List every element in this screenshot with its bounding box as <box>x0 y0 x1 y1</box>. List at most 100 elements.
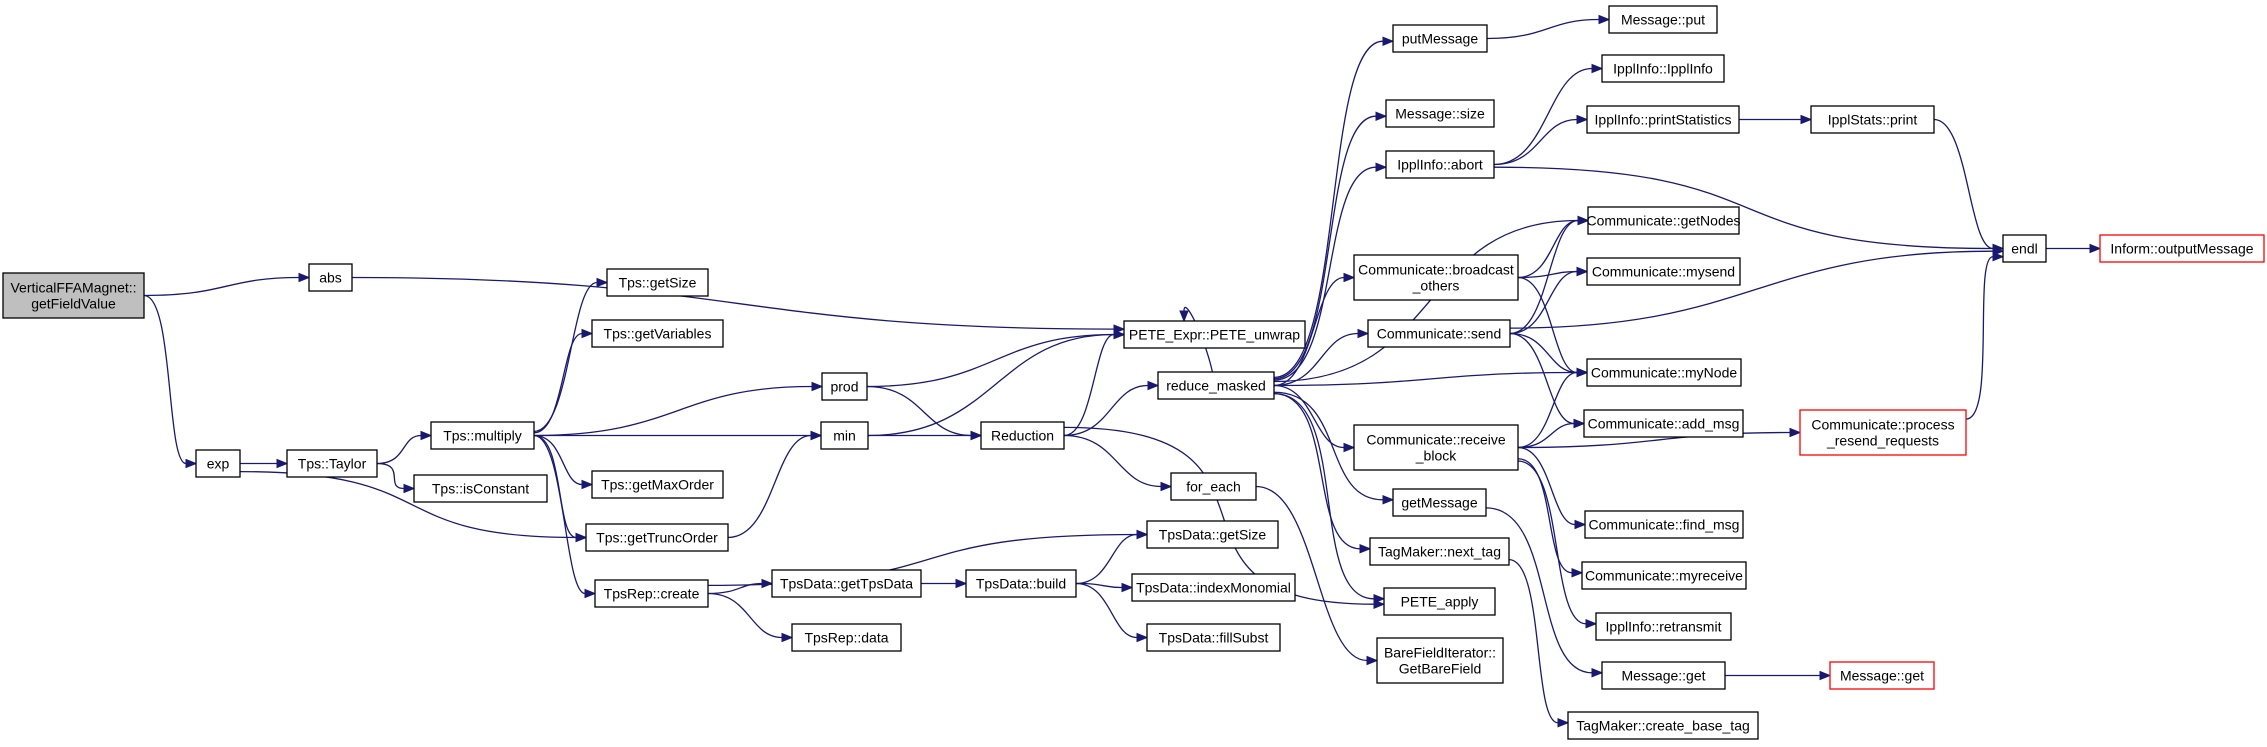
edge-reduceMasked-to-nextTag <box>1273 392 1372 554</box>
node-isConstant[interactable]: Tps::isConstant <box>413 474 548 503</box>
arrowhead-icon <box>1576 266 1589 277</box>
node-box <box>2 272 145 319</box>
edge-line <box>1273 276 1345 387</box>
edge-line <box>1273 166 1377 381</box>
node-msgPut[interactable]: Message::put <box>1608 5 1718 34</box>
arrowhead-icon <box>1576 367 1589 378</box>
edge-line <box>1273 40 1384 379</box>
node-ipplInfo[interactable]: IpplInfo::IpplInfo <box>1601 54 1725 83</box>
node-unwrap[interactable]: PETE_Expr::PETE_unwrap <box>1123 320 1306 349</box>
node-getTruncOrder[interactable]: Tps::getTruncOrder <box>585 523 729 552</box>
node-msgGet2[interactable]: Message::get <box>1829 661 1935 690</box>
node-bcast[interactable]: Communicate::broadcast_others <box>1353 254 1519 301</box>
node-bareField[interactable]: BareFieldIterator::GetBareField <box>1376 637 1504 684</box>
edge-recvBlock-to-myNode <box>1517 367 1589 449</box>
node-box <box>286 449 378 478</box>
node-msgSize[interactable]: Message::size <box>1385 99 1495 128</box>
node-getMessage[interactable]: getMessage <box>1392 488 1487 517</box>
node-statsPrint[interactable]: IpplStats::print <box>1810 105 1935 134</box>
edge-line <box>866 333 1115 388</box>
node-box <box>430 421 535 450</box>
node-reduction[interactable]: Reduction <box>980 421 1065 450</box>
arrowhead-icon <box>1357 328 1370 339</box>
node-box <box>1829 661 1935 690</box>
edge-line <box>1509 250 1994 329</box>
node-myreceive[interactable]: Communicate::myreceive <box>1581 561 1747 590</box>
node-exp[interactable]: exp <box>195 449 241 478</box>
node-reduceMasked[interactable]: reduce_masked <box>1157 371 1275 400</box>
node-indexMonomial[interactable]: TpsData::indexMonomial <box>1131 573 1296 602</box>
node-findMsg[interactable]: Communicate::find_msg <box>1584 510 1744 539</box>
node-multiply[interactable]: Tps::multiply <box>430 421 535 450</box>
node-getSize[interactable]: Tps::getSize <box>606 268 709 297</box>
edge-line <box>1509 332 1578 374</box>
arrowhead-icon <box>575 532 588 543</box>
edge-line <box>1063 434 1162 488</box>
node-endl[interactable]: endl <box>2002 234 2047 263</box>
arrowhead-icon <box>1819 670 1832 681</box>
edge-line <box>1517 458 1573 574</box>
node-box <box>965 569 1077 598</box>
edge-printStats-to-statsPrint <box>1739 114 1813 125</box>
edge-line <box>1485 507 1593 674</box>
node-nextTag[interactable]: TagMaker::next_tag <box>1369 537 1510 566</box>
node-putMessage[interactable]: putMessage <box>1392 24 1488 53</box>
node-min[interactable]: min <box>820 421 869 450</box>
node-getNodes[interactable]: Communicate::getNodes <box>1586 206 1741 235</box>
node-getMaxOrder[interactable]: Tps::getMaxOrder <box>591 470 724 499</box>
node-box <box>1392 24 1488 53</box>
node-createBaseTag[interactable]: TagMaker::create_base_tag <box>1567 711 1759 740</box>
edge-line <box>1063 333 1115 437</box>
arrowhead-icon <box>1113 329 1126 340</box>
node-taylor[interactable]: Tps::Taylor <box>286 449 378 478</box>
node-repData[interactable]: TpsRep::data <box>791 623 902 652</box>
arrowhead-icon <box>581 479 594 490</box>
node-dataGetSize[interactable]: TpsData::getSize <box>1146 520 1279 549</box>
node-label: PETE_Expr::PETE_unwrap <box>1129 327 1300 343</box>
node-box <box>1131 573 1296 602</box>
arrowhead-icon <box>810 430 823 441</box>
node-label: exp <box>207 456 230 472</box>
node-forEach[interactable]: for_each <box>1170 472 1257 501</box>
arrowhead-icon <box>420 430 433 441</box>
node-repCreate[interactable]: TpsRep::create <box>594 579 709 608</box>
node-recvBlock[interactable]: Communicate::receive_block <box>1353 424 1519 471</box>
node-box <box>1587 206 1740 235</box>
node-send[interactable]: Communicate::send <box>1367 319 1511 348</box>
node-addMsg[interactable]: Communicate::add_msg <box>1583 409 1744 438</box>
node-label: reduce_masked <box>1166 378 1266 394</box>
node-processResend[interactable]: Communicate::process_resend_requests <box>1799 409 1967 456</box>
node-getVariables[interactable]: Tps::getVariables <box>591 319 724 348</box>
node-label: TagMaker::create_base_tag <box>1576 718 1750 734</box>
arrowhead-icon <box>1382 495 1395 505</box>
edge-build-to-dataGetSize <box>1075 529 1149 585</box>
node-fillSubst[interactable]: TpsData::fillSubst <box>1146 623 1281 652</box>
node-box <box>980 421 1065 450</box>
node-box <box>1584 510 1744 539</box>
node-myNode[interactable]: Communicate::myNode <box>1586 358 1742 387</box>
node-msgGet[interactable]: Message::get <box>1601 661 1726 690</box>
node-abs[interactable]: abs <box>308 263 353 292</box>
node-prod[interactable]: prod <box>821 372 868 401</box>
edge-line <box>707 592 783 639</box>
node-peteApply[interactable]: PETE_apply <box>1383 587 1496 616</box>
node-label: Tps::getVariables <box>604 326 712 342</box>
node-retransmit[interactable]: IpplInfo::retransmit <box>1595 612 1732 641</box>
node-box <box>1157 371 1275 400</box>
node-mysend[interactable]: Communicate::mysend <box>1586 257 1741 286</box>
node-build[interactable]: TpsData::build <box>965 569 1077 598</box>
edge-min-to-unwrap <box>867 329 1126 437</box>
node-getTpsData[interactable]: TpsData::getTpsData <box>771 569 922 598</box>
node-label: _resend_requests <box>1826 433 1939 449</box>
edge-send-to-mysend <box>1509 266 1589 335</box>
node-printStats[interactable]: IpplInfo::printStatistics <box>1586 105 1740 134</box>
arrowhead-icon <box>1800 114 1813 125</box>
node-label: getFieldValue <box>31 296 116 312</box>
node-box <box>2002 234 2047 263</box>
node-ipplAbort[interactable]: IpplInfo::abort <box>1385 150 1495 179</box>
node-root[interactable]: VerticalFFAMagnet::getFieldValue <box>2 272 145 319</box>
edge-taylor-to-isConstant <box>376 462 416 494</box>
node-outputMessage[interactable]: Inform::outputMessage <box>2099 234 2265 263</box>
edge-line <box>1273 371 1578 387</box>
